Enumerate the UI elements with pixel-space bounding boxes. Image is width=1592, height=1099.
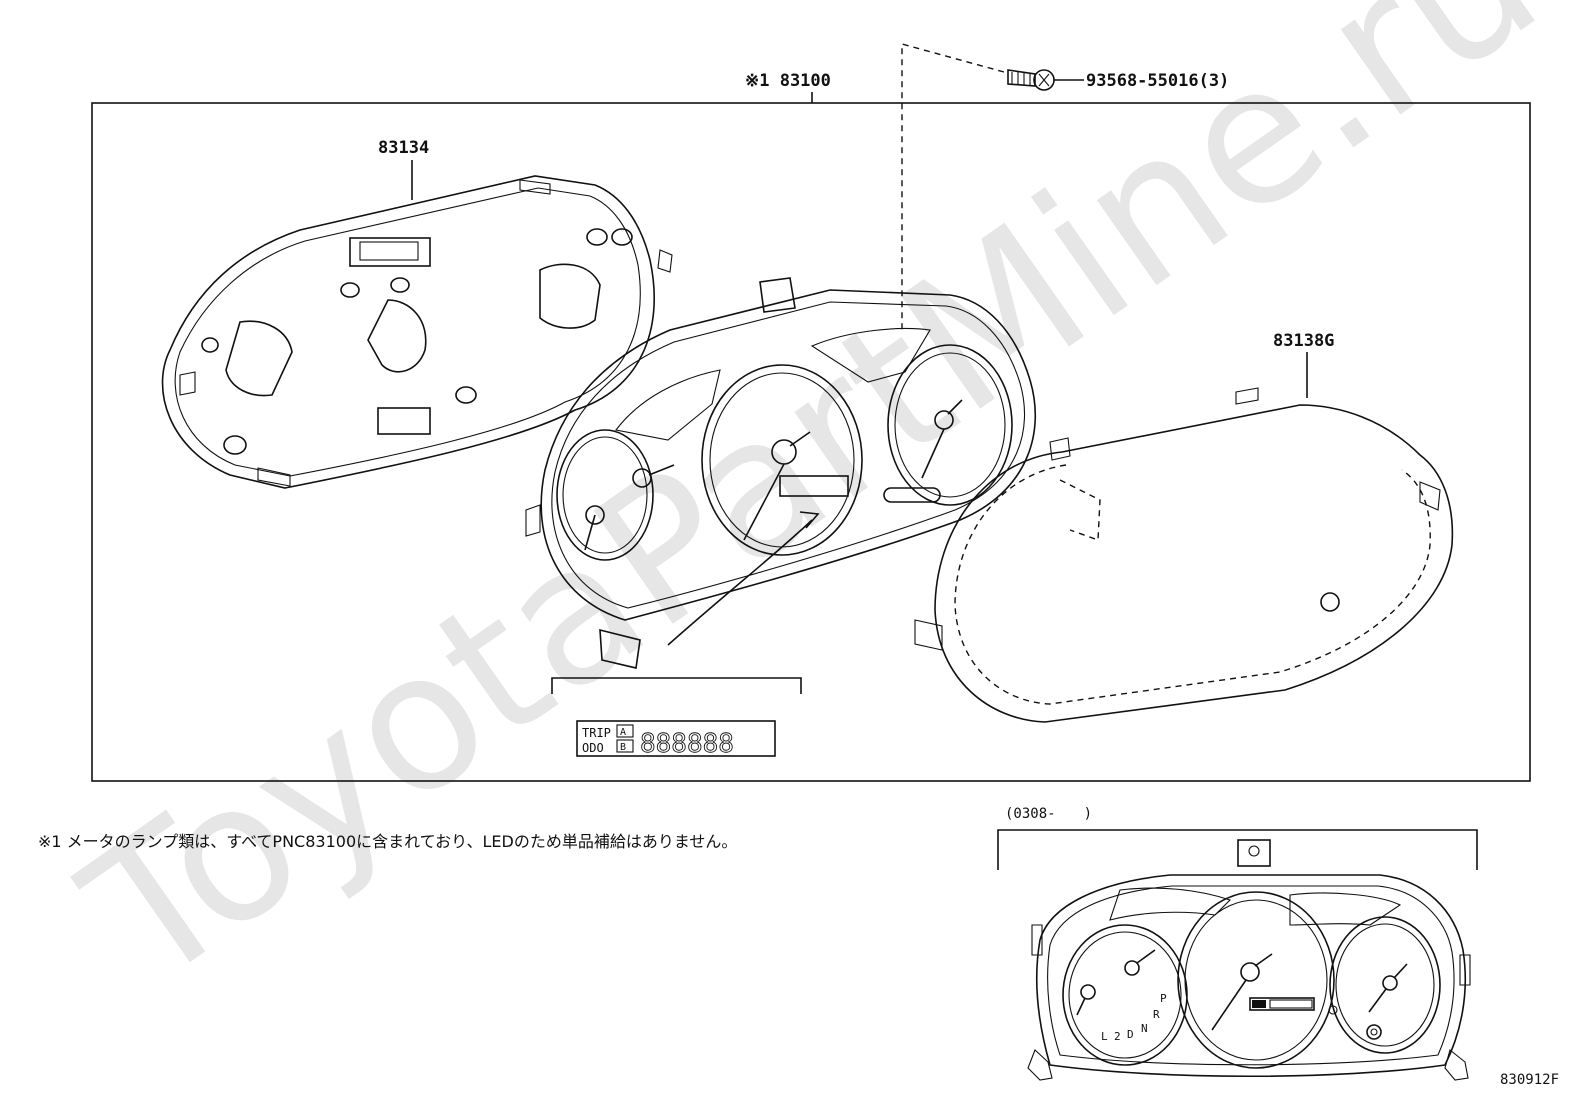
assembly-label: ※1 83100: [745, 71, 831, 91]
glass-part-label: 83138G: [1273, 331, 1334, 351]
footnote: ※1 メータのランプ類は、すべてPNC83100に含まれており、LEDのため単品…: [38, 832, 737, 851]
rear-housing: [161, 175, 673, 489]
svg-text:TRIP: TRIP: [582, 726, 611, 740]
svg-text:P: P: [1160, 992, 1167, 1005]
svg-text:N: N: [1141, 1022, 1148, 1035]
variant-cluster: P R N D 2 L: [1027, 839, 1471, 1081]
svg-text:888888: 888888: [640, 729, 734, 759]
variant-speedometer: [1177, 891, 1335, 1069]
speedometer: [701, 364, 863, 556]
screw-guide-line: [901, 43, 1005, 330]
svg-text:A: A: [620, 727, 626, 738]
screw-part-label: 93568-55016(3): [1086, 71, 1229, 91]
svg-text:2: 2: [1114, 1030, 1121, 1043]
variant-bracket: [997, 829, 1478, 870]
svg-text:D: D: [1127, 1028, 1134, 1041]
svg-text:L: L: [1101, 1030, 1108, 1043]
variant-left-gauge: [1062, 924, 1188, 1066]
odometer-display: TRIP ODO A B 888888: [576, 720, 776, 759]
glass-cover: [914, 387, 1454, 723]
variant-label: (0308- ): [1005, 806, 1092, 822]
svg-text:B: B: [620, 742, 626, 753]
assembly-frame: [91, 102, 1531, 782]
housing-part-label: 83134: [378, 138, 429, 158]
svg-text:R: R: [1153, 1008, 1160, 1021]
variant-right-gauge: [1329, 916, 1441, 1054]
svg-text:ODO: ODO: [582, 741, 604, 755]
callout-arrow: [667, 519, 813, 646]
diagram-id: 830912F: [1500, 1072, 1559, 1088]
odometer-window: [779, 475, 849, 497]
screw-icon: [1007, 69, 1055, 91]
right-gauge: [887, 344, 1013, 506]
inset-bracket: [551, 677, 802, 694]
left-gauge: [556, 429, 654, 561]
